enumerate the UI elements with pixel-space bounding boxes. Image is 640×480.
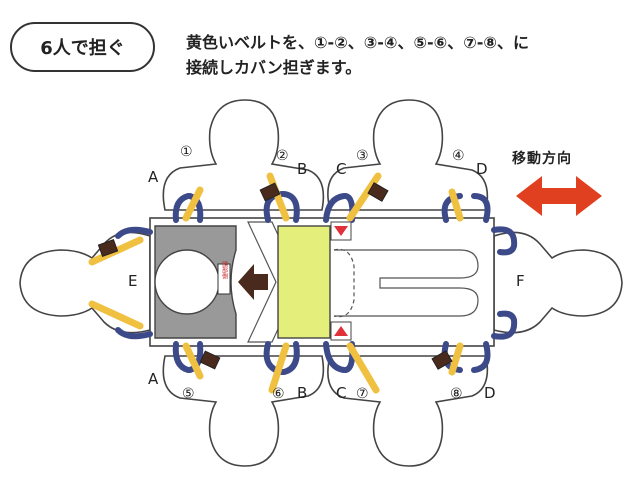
- label-b-bottom: B: [297, 384, 308, 402]
- person-3: [327, 99, 489, 211]
- red-marker-bottom: [330, 321, 352, 341]
- label-c-top: C: [336, 160, 347, 178]
- label-e: E: [128, 272, 138, 290]
- instruction-text: 黄色いベルトを、①-②、③-④、⑤-⑥、⑦-⑧、に 接続しカバン担ぎます。: [186, 30, 626, 80]
- blue-straps-side: [115, 226, 518, 340]
- label-b-top: B: [297, 160, 308, 178]
- person-5: [162, 355, 325, 467]
- person-f: [493, 231, 623, 334]
- title-badge: 6人で担ぐ: [10, 22, 155, 72]
- red-marker-top: [330, 221, 352, 241]
- person-e: [19, 231, 151, 334]
- instruction-line-2: 接続しカバン担ぎます。: [186, 58, 362, 77]
- position-number-2: ②: [276, 148, 289, 164]
- left-direction-arrow: [238, 264, 268, 300]
- position-number-5: ⑤: [182, 386, 195, 402]
- direction-label: 移動方向: [512, 151, 572, 167]
- position-number-8: ⑧: [450, 386, 463, 402]
- position-number-7: ⑦: [356, 386, 369, 402]
- yellow-pad: [277, 225, 331, 339]
- label-d-bottom: D: [484, 384, 496, 402]
- head-side-tag: [217, 263, 231, 295]
- head-block: [154, 225, 237, 339]
- head-side-tag-text: 頭部側: [221, 261, 228, 279]
- buckles: [97, 182, 453, 370]
- instruction-line-1: 黄色いベルトを、①-②、③-④、⑤-⑥、⑦-⑧、に: [186, 33, 529, 52]
- person-1: [162, 99, 325, 211]
- label-c-bottom: C: [336, 384, 347, 402]
- person-7: [327, 355, 489, 467]
- label-a-bottom: A: [148, 370, 159, 388]
- body-outline: [333, 248, 479, 318]
- position-number-6: ⑥: [272, 386, 285, 402]
- position-number-3: ③: [356, 148, 369, 164]
- position-number-4: ④: [452, 148, 465, 164]
- label-a-top: A: [148, 168, 159, 186]
- position-number-1: ①: [180, 144, 193, 160]
- label-f: F: [516, 272, 525, 290]
- direction-double-arrow: [516, 176, 602, 216]
- title-label: 6人で担ぐ: [40, 38, 125, 59]
- label-d-top: D: [476, 160, 488, 178]
